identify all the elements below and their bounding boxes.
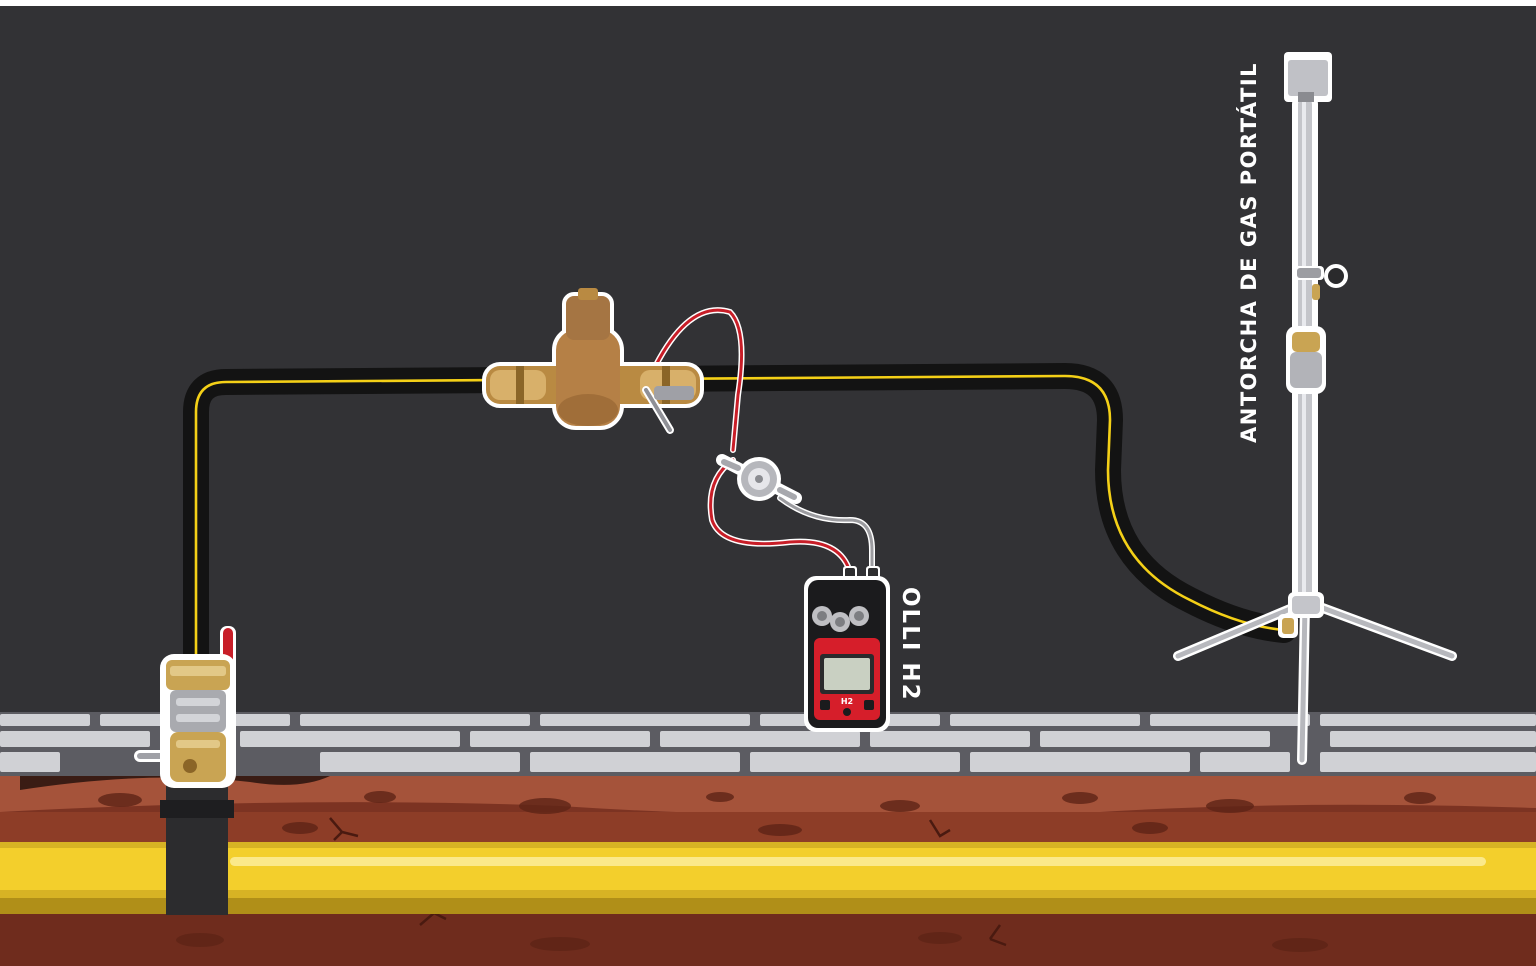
detector-label: OLLI H2 (897, 587, 923, 702)
grey-sample-line (777, 495, 875, 578)
olli-h2-detector: H2 (804, 566, 890, 732)
regulator-valve (482, 288, 704, 434)
portable-gas-torch (1173, 52, 1457, 765)
inline-filter (716, 454, 802, 504)
main-gas-pipe (0, 842, 1536, 914)
hose (183, 363, 1297, 681)
torch-label: ANTORCHA DE GAS PORTÁTIL (1237, 61, 1261, 443)
detector-gas-text: H2 (841, 697, 853, 706)
pavement (0, 712, 1536, 778)
background (0, 6, 1536, 712)
riser-pipe (160, 785, 234, 915)
riser-valve (134, 626, 236, 788)
red-sample-line (653, 307, 853, 575)
